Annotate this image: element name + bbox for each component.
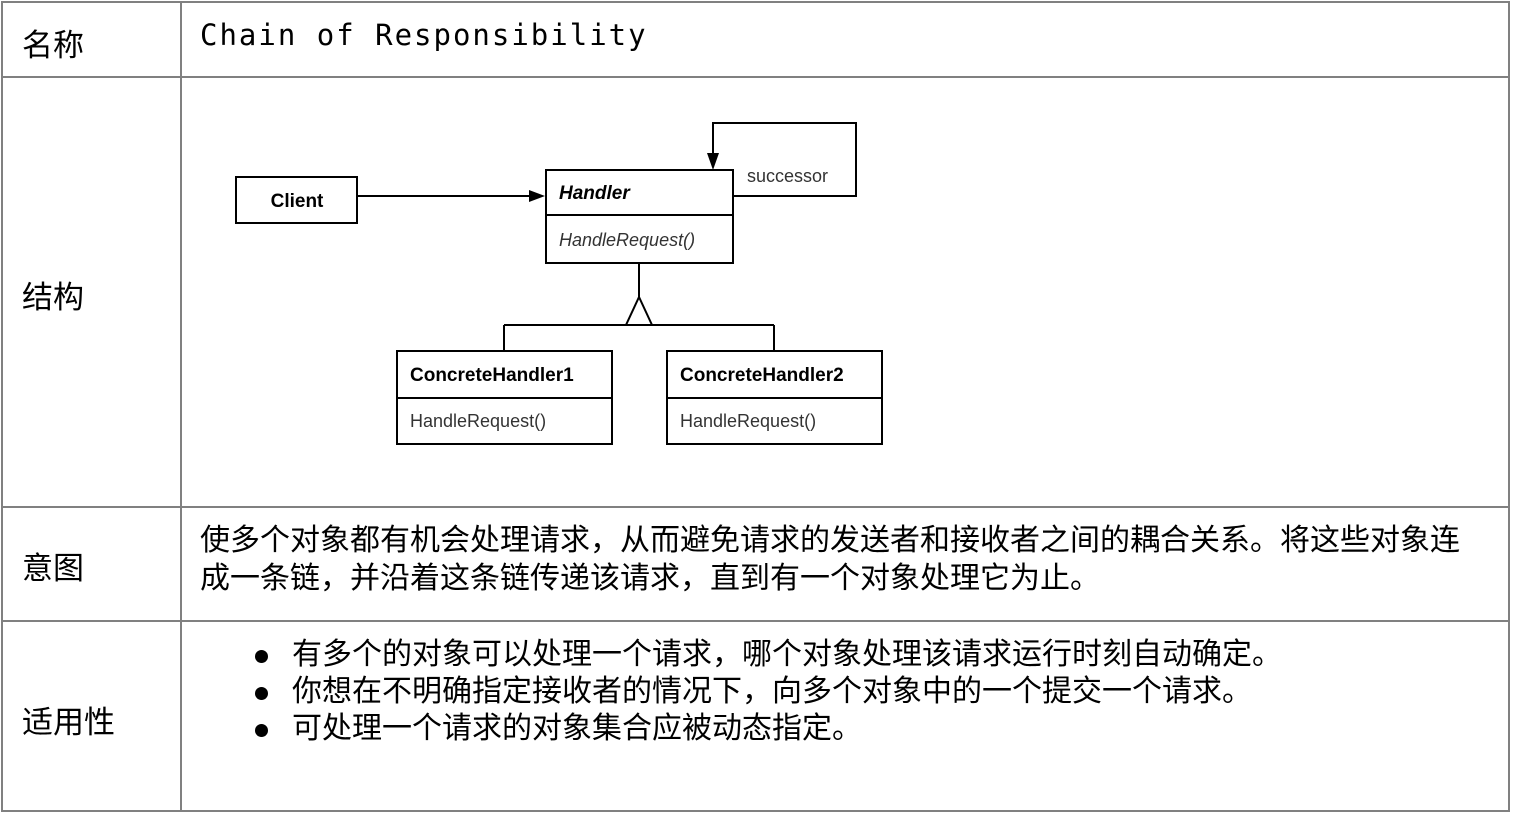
successor-label: successor [747,166,828,186]
applicability-label: 适用性 [22,705,115,741]
list-item: 可处理一个请求的对象集合应被动态指定。 [255,710,1282,747]
concrete-handler1-label: ConcreteHandler1 [410,365,574,386]
applicability-list: 有多个的对象可以处理一个请求，哪个对象处理该请求运行时刻自动确定。 你想在不明确… [255,636,1282,747]
client-box [235,176,358,224]
client-label: Client [271,191,324,212]
table-border-left [1,1,3,812]
list-item-text: 可处理一个请求的对象集合应被动态指定。 [292,711,862,746]
row-divider-1 [1,76,1510,78]
list-item: 你想在不明确指定接收者的情况下，向多个对象中的一个提交一个请求。 [255,673,1282,710]
successor-loop [712,122,857,197]
structure-label: 结构 [22,280,84,316]
table-border-right [1508,1,1510,812]
table-border-bottom [1,810,1510,812]
handler-method: HandleRequest() [559,230,695,250]
concrete-handler1-method: HandleRequest() [410,411,546,431]
handler-label: Handler [559,183,631,204]
table-border-top [1,1,1510,3]
name-label: 名称 [22,28,84,64]
intent-text: 使多个对象都有机会处理请求，从而避免请求的发送者和接收者之间的耦合关系。将这些对… [200,523,1460,596]
row-divider-2 [1,506,1510,508]
successor-arrowhead [707,153,719,170]
list-item-text: 你想在不明确指定接收者的情况下，向多个对象中的一个提交一个请求。 [292,674,1252,709]
pattern-name: Chain of Responsibility [200,18,648,52]
bullet-icon [255,687,268,700]
inheritance-triangle [624,294,654,326]
list-item: 有多个的对象可以处理一个请求，哪个对象处理该请求运行时刻自动确定。 [255,636,1282,673]
bullet-icon [255,724,268,737]
concrete-handler2-label: ConcreteHandler2 [680,365,844,386]
column-divider [180,1,182,812]
client-arrowhead [529,190,545,202]
intent-label: 意图 [22,551,84,587]
row-divider-3 [1,620,1510,622]
list-item-text: 有多个的对象可以处理一个请求，哪个对象处理该请求运行时刻自动确定。 [292,637,1282,672]
bullet-icon [255,650,268,663]
concrete-handler2-method: HandleRequest() [680,411,816,431]
